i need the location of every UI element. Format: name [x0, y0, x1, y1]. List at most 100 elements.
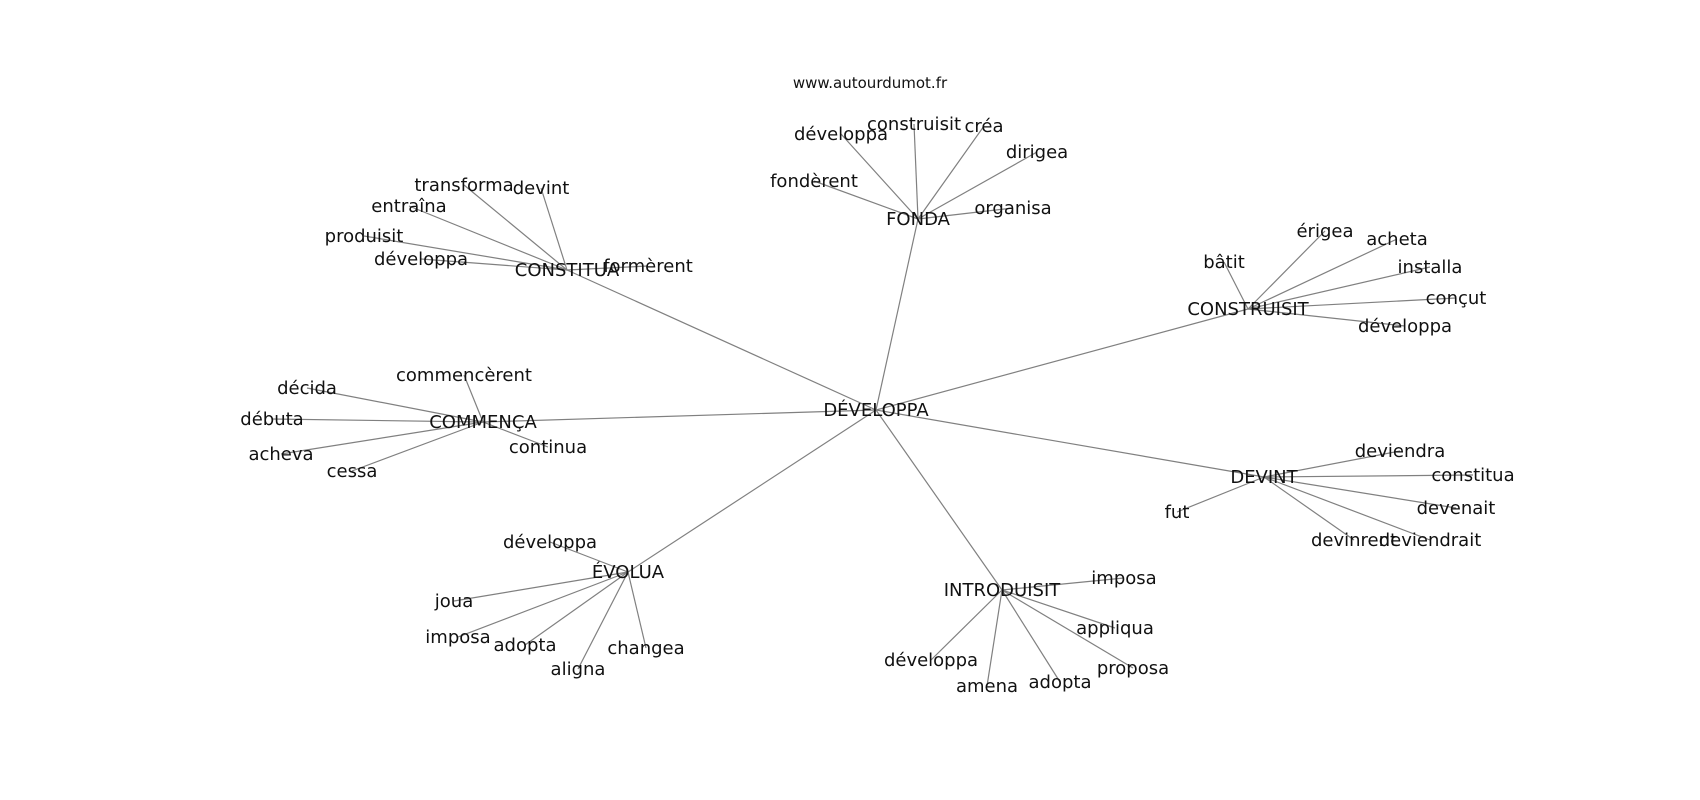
- hub-node-introduisit[interactable]: INTRODUISIT: [944, 580, 1062, 601]
- edge-constitua-leaf: [363, 235, 568, 271]
- edge-devint-leaf: [1263, 450, 1401, 478]
- edge-construisit-leaf: [1247, 238, 1398, 310]
- leaf-node-constitua[interactable]: développa: [374, 249, 468, 270]
- edge-introduisit-leaf: [1001, 577, 1125, 591]
- edge-devint-leaf: [1263, 476, 1431, 541]
- hub-node-fonda[interactable]: FONDA: [886, 209, 951, 230]
- edge-fonda-leaf: [917, 151, 1038, 220]
- leaf-node-commenca[interactable]: acheva: [248, 444, 313, 465]
- edge-constitua-leaf: [566, 265, 649, 271]
- edge-evolua-leaf: [549, 541, 629, 573]
- leaf-node-construisit[interactable]: installa: [1398, 257, 1463, 278]
- leaf-node-fonda[interactable]: fondèrent: [770, 171, 858, 192]
- edge-devint-leaf: [1263, 476, 1355, 541]
- edge-constitua-leaf: [540, 187, 568, 271]
- leaf-node-commenca[interactable]: décida: [277, 378, 337, 399]
- edge-commenca-leaf: [482, 421, 549, 448]
- edge-fonda-leaf: [917, 125, 985, 220]
- edge-construisit-leaf: [1247, 230, 1326, 310]
- leaf-node-constitua[interactable]: transforma: [414, 175, 513, 196]
- edge-devint-leaf: [1263, 476, 1457, 509]
- hub-node-constitua[interactable]: CONSTITUA: [515, 260, 620, 281]
- leaf-node-evolua[interactable]: changea: [607, 638, 684, 659]
- leaf-node-evolua[interactable]: aligna: [551, 659, 606, 680]
- edge-construisit-leaf: [1247, 266, 1431, 310]
- edge-evolua-leaf: [457, 571, 629, 638]
- edge-introduisit-leaf: [986, 589, 1003, 687]
- hub-node-devint[interactable]: DEVINT: [1230, 467, 1298, 488]
- leaf-node-constitua[interactable]: formèrent: [603, 256, 693, 277]
- edge-evolua-leaf: [577, 571, 629, 670]
- graph-labels: www.autourdumot.fr DÉVELOPPA FONDA dévelo…: [240, 74, 1514, 697]
- edge-fonda-leaf: [913, 123, 919, 220]
- leaf-node-introduisit[interactable]: appliqua: [1076, 618, 1154, 639]
- leaf-node-introduisit[interactable]: développa: [884, 650, 978, 671]
- edge-construisit-leaf: [1247, 308, 1406, 327]
- leaf-node-evolua[interactable]: adopta: [494, 635, 557, 656]
- leaf-node-fonda[interactable]: créa: [964, 116, 1003, 137]
- leaf-node-construisit[interactable]: bâtit: [1203, 252, 1245, 273]
- edge-evolua-leaf: [453, 571, 629, 602]
- leaf-node-evolua[interactable]: imposa: [425, 627, 490, 648]
- hub-node-commenca[interactable]: COMMENÇA: [429, 412, 537, 433]
- leaf-node-fonda[interactable]: développa: [794, 124, 888, 145]
- leaf-node-commenca[interactable]: cessa: [327, 461, 378, 482]
- edge-root-fonda: [875, 218, 919, 411]
- edge-commenca-leaf: [306, 387, 484, 423]
- leaf-node-construisit[interactable]: acheta: [1366, 229, 1428, 250]
- leaf-node-fonda[interactable]: construisit: [867, 114, 961, 135]
- edge-root-introduisit: [875, 409, 1003, 591]
- edge-construisit-leaf: [1247, 297, 1457, 310]
- leaf-node-introduisit[interactable]: proposa: [1097, 658, 1169, 679]
- leaf-node-constitua[interactable]: entraîna: [371, 196, 446, 217]
- site-url-label[interactable]: www.autourdumot.fr: [793, 74, 948, 92]
- leaf-node-constitua[interactable]: devint: [513, 178, 570, 199]
- leaf-node-devint[interactable]: devenait: [1417, 498, 1496, 519]
- edge-root-commenca: [482, 409, 877, 423]
- edge-root-constitua: [566, 269, 877, 411]
- leaf-node-fonda[interactable]: dirigea: [1006, 142, 1068, 163]
- leaf-node-constitua[interactable]: produisit: [325, 226, 404, 247]
- leaf-node-fonda[interactable]: organisa: [974, 198, 1051, 219]
- edge-commenca-leaf: [280, 421, 484, 455]
- edge-root-construisit: [875, 308, 1249, 411]
- edge-commenca-leaf: [271, 418, 484, 423]
- edge-evolua-leaf: [627, 571, 647, 649]
- leaf-node-introduisit[interactable]: amena: [956, 676, 1018, 697]
- leaf-node-devint[interactable]: fut: [1165, 502, 1190, 523]
- edge-root-devint: [875, 409, 1265, 478]
- edge-constitua-leaf: [408, 205, 568, 271]
- edge-evolua-leaf: [524, 571, 629, 646]
- leaf-node-introduisit[interactable]: adopta: [1029, 672, 1092, 693]
- edge-introduisit-leaf: [1001, 589, 1116, 629]
- edge-introduisit-leaf: [930, 589, 1003, 661]
- leaf-node-commenca[interactable]: commencèrent: [396, 365, 532, 386]
- leaf-node-construisit[interactable]: conçut: [1426, 288, 1487, 309]
- edge-commenca-leaf: [351, 421, 484, 472]
- edge-fonda-leaf: [840, 133, 919, 220]
- edge-fonda-leaf: [813, 180, 919, 220]
- leaf-node-introduisit[interactable]: imposa: [1091, 568, 1156, 589]
- leaf-node-construisit[interactable]: érigea: [1296, 221, 1353, 242]
- leaf-node-evolua[interactable]: joua: [434, 591, 473, 612]
- hub-node-evolua[interactable]: ÉVOLUA: [592, 561, 665, 583]
- hub-node-construisit[interactable]: CONSTRUISIT: [1187, 299, 1309, 320]
- edge-root-evolua: [627, 409, 877, 573]
- leaf-node-commenca[interactable]: continua: [509, 437, 587, 458]
- edge-devint-leaf: [1176, 476, 1265, 513]
- leaf-node-evolua[interactable]: développa: [503, 532, 597, 553]
- edge-commenca-leaf: [463, 374, 484, 423]
- leaf-node-commenca[interactable]: débuta: [240, 409, 303, 430]
- leaf-node-devint[interactable]: devinrent: [1311, 530, 1397, 551]
- leaf-node-construisit[interactable]: développa: [1358, 316, 1452, 337]
- leaf-node-devint[interactable]: deviendrait: [1379, 530, 1482, 551]
- graph-edges: [271, 123, 1474, 687]
- leaf-node-devint[interactable]: deviendra: [1355, 441, 1446, 462]
- edge-constitua-leaf: [463, 184, 568, 271]
- leaf-node-devint[interactable]: constitua: [1431, 465, 1514, 486]
- root-node-label[interactable]: DÉVELOPPA: [823, 399, 929, 421]
- edge-introduisit-leaf: [1001, 589, 1134, 669]
- edge-constitua-leaf: [420, 258, 568, 271]
- edge-introduisit-leaf: [1001, 589, 1061, 683]
